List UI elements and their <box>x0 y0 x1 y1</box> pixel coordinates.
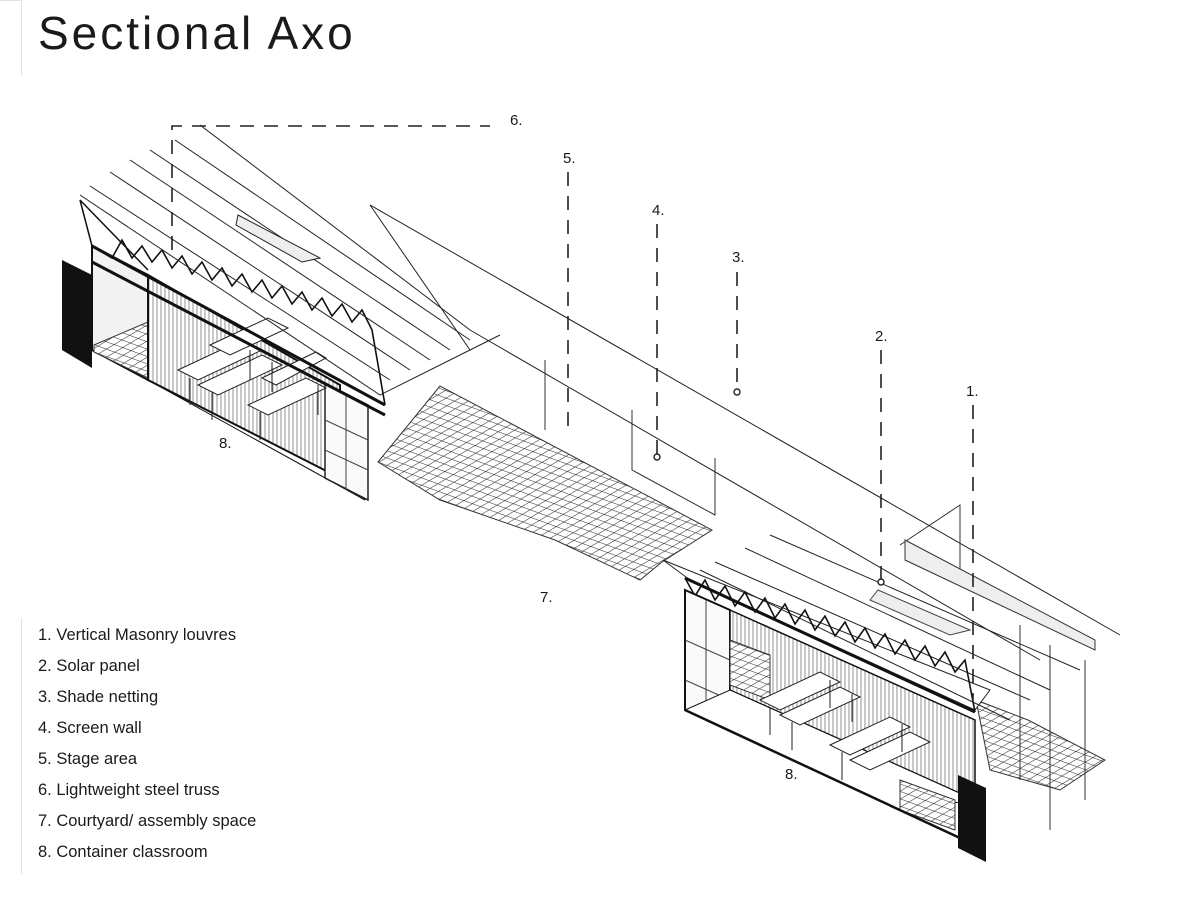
courtyard-grating <box>377 385 1106 791</box>
leader-endpoints <box>653 388 885 586</box>
legend-item: 2. Solar panel <box>38 657 140 675</box>
callout-label-5: 5. <box>563 150 576 167</box>
callout-label-4: 4. <box>652 202 665 219</box>
leader-dot-4 <box>653 453 661 461</box>
callout-label-7: 7. <box>540 589 553 606</box>
roof-louvres-upper <box>79 124 1121 661</box>
legend-item: 1. Vertical Masonry louvres <box>38 626 237 644</box>
container-classroom-right <box>662 534 1081 862</box>
page-title: Sectional Axo <box>38 7 356 59</box>
legend-list: 1. Vertical Masonry louvres 2. Solar pan… <box>38 624 256 872</box>
callout-label-6: 6. <box>510 112 523 129</box>
legend-item: 6. Lightweight steel truss <box>38 781 220 799</box>
leader-dot-3 <box>733 388 741 396</box>
frame-mark-left-bottom <box>21 618 22 874</box>
leader-6 <box>171 125 490 250</box>
legend-item: 3. Shade netting <box>38 688 159 706</box>
legend-item: 5. Stage area <box>38 750 138 768</box>
leader-lines <box>171 125 974 700</box>
frame-mark-left <box>21 0 22 76</box>
leader-dot-2 <box>877 578 885 586</box>
legend-item: 4. Screen wall <box>38 719 142 737</box>
stage-screen-walls <box>544 360 1096 830</box>
legend-item: 7. Courtyard/ assembly space <box>38 812 257 830</box>
legend-item: 8. Container classroom <box>38 843 208 861</box>
callout-label-1: 1. <box>966 383 979 400</box>
callout-label-3: 3. <box>732 249 745 266</box>
callout-label-2: 2. <box>875 328 888 345</box>
callout-label-8-right: 8. <box>785 766 798 783</box>
callout-label-8-left: 8. <box>219 435 232 452</box>
container-classroom-left <box>62 199 386 502</box>
frame-mark-top <box>0 0 22 1</box>
